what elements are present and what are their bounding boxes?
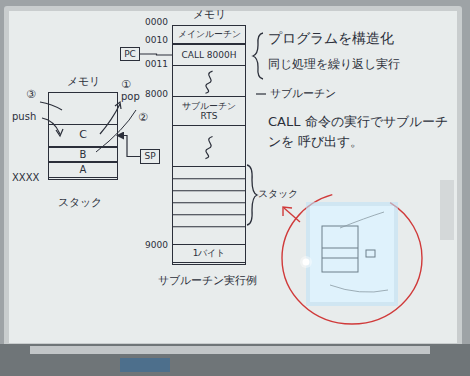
node-text: SP	[144, 151, 155, 161]
node-text: 1バイト	[193, 248, 226, 258]
note-text: CALL 命令の実行でサブルーチンを 呼び出す。	[268, 112, 456, 151]
note-text: サブルーチン	[270, 87, 336, 100]
memory-cell: サブルーチンRTS	[173, 96, 245, 126]
memory-cell: CALL 8000H	[173, 44, 245, 66]
node-text: サブルーチン	[182, 101, 236, 111]
address-label: 0010	[145, 35, 168, 46]
register-box: SP	[140, 149, 160, 164]
address-label: 0000	[145, 17, 168, 28]
note-text: プログラムを構造化	[268, 30, 394, 47]
memory-cell: C	[49, 124, 117, 147]
address-label: 8000	[145, 89, 168, 100]
operation-label: push	[12, 111, 36, 123]
memory-rows	[173, 26, 245, 264]
node-text: C	[79, 129, 87, 142]
pointer-line	[140, 54, 173, 55]
node-text: RTS	[201, 111, 218, 121]
node-text: A	[80, 164, 87, 176]
node-text: B	[80, 149, 87, 161]
callout-number: ②	[138, 111, 148, 124]
callout-number: ③	[26, 88, 36, 101]
note-text: 同じ処理を繰り返し実行	[268, 57, 400, 71]
node-text: PC	[124, 49, 136, 59]
figure-caption: スタック	[58, 196, 102, 209]
node-text: CALL 8000H	[181, 50, 236, 60]
figure-caption: サブルーチン実行例	[158, 274, 257, 287]
memory-block: メモリメインルーチンCALL 8000HサブルーチンRTS1バイト	[172, 25, 246, 265]
address-label: XXXX	[12, 172, 39, 184]
memory-block: メモリCBA	[48, 92, 118, 180]
memory-cell: B	[49, 147, 117, 162]
memory-cell: 1バイト	[173, 244, 245, 263]
block-heading: メモリ	[173, 9, 245, 22]
callout-number: ①	[121, 78, 131, 91]
node-text: メインルーチン	[178, 29, 241, 39]
address-label: 9000	[145, 240, 168, 251]
operation-label: pop	[121, 91, 140, 103]
register-box: PC	[120, 47, 140, 61]
memory-cell: A	[49, 162, 117, 178]
region-label: スタック	[258, 188, 298, 200]
block-heading: メモリ	[49, 76, 117, 89]
pointer-line	[117, 136, 140, 157]
memory-cell: メインルーチン	[173, 26, 245, 44]
address-label: 0011	[145, 59, 168, 70]
